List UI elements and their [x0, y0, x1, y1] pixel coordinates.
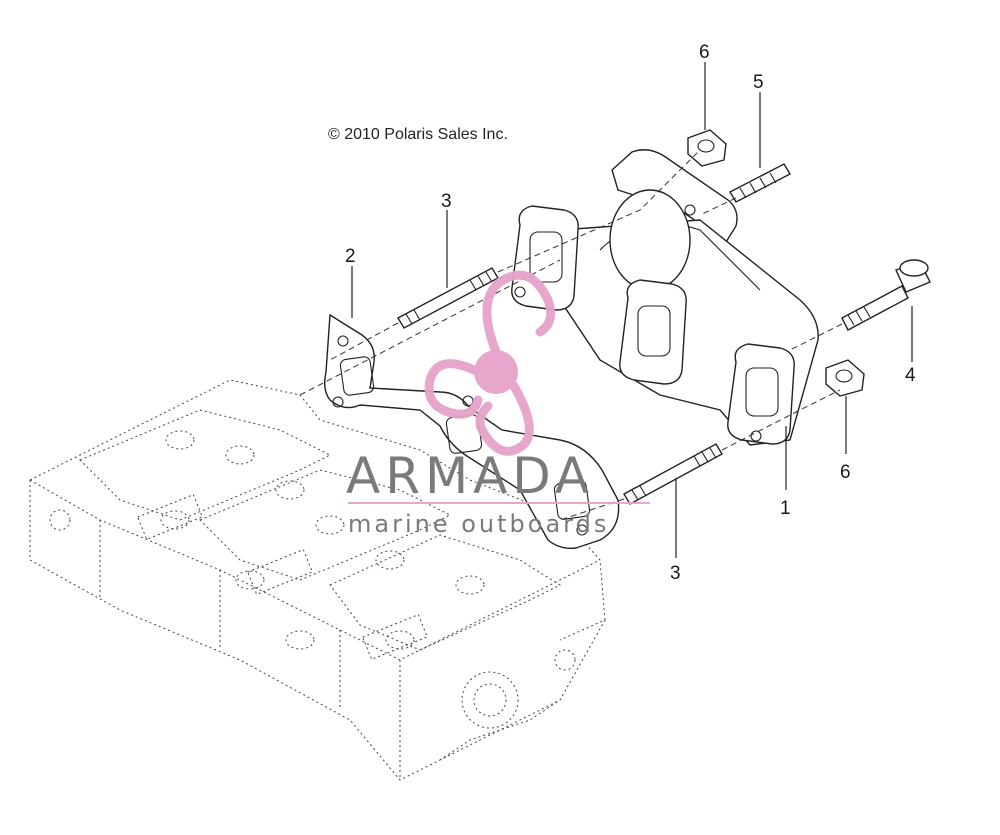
propeller-blade-left	[424, 359, 483, 419]
propeller-hub	[474, 350, 518, 394]
callout-3-top: 3	[441, 191, 452, 212]
bolt-4-drawing	[841, 259, 931, 331]
watermark-title: ARMADA	[346, 447, 594, 505]
callout-3-bottom: 3	[670, 563, 681, 584]
nut-6-top-drawing	[687, 129, 727, 167]
callout-6-right: 6	[840, 462, 851, 483]
callout-2: 2	[345, 246, 356, 267]
propeller-blade-right	[475, 381, 534, 456]
leader-lines	[351, 62, 913, 558]
watermark-subtitle: marine outboards	[348, 510, 609, 538]
propeller-blade-top	[482, 270, 556, 357]
armada-logo-mark	[348, 270, 650, 504]
cylinder-head-drawing	[29, 379, 606, 781]
callout-1: 1	[780, 498, 791, 519]
callout-5: 5	[753, 72, 764, 93]
copyright-text: © 2010 Polaris Sales Inc.	[328, 126, 508, 143]
exhaust-manifold-drawing	[511, 149, 819, 446]
stud-5-drawing	[729, 163, 791, 203]
stud-3-bottom-drawing	[623, 443, 723, 505]
callout-4: 4	[905, 365, 916, 386]
callout-6-top: 6	[699, 42, 710, 63]
nut-6-right-drawing	[825, 359, 865, 397]
